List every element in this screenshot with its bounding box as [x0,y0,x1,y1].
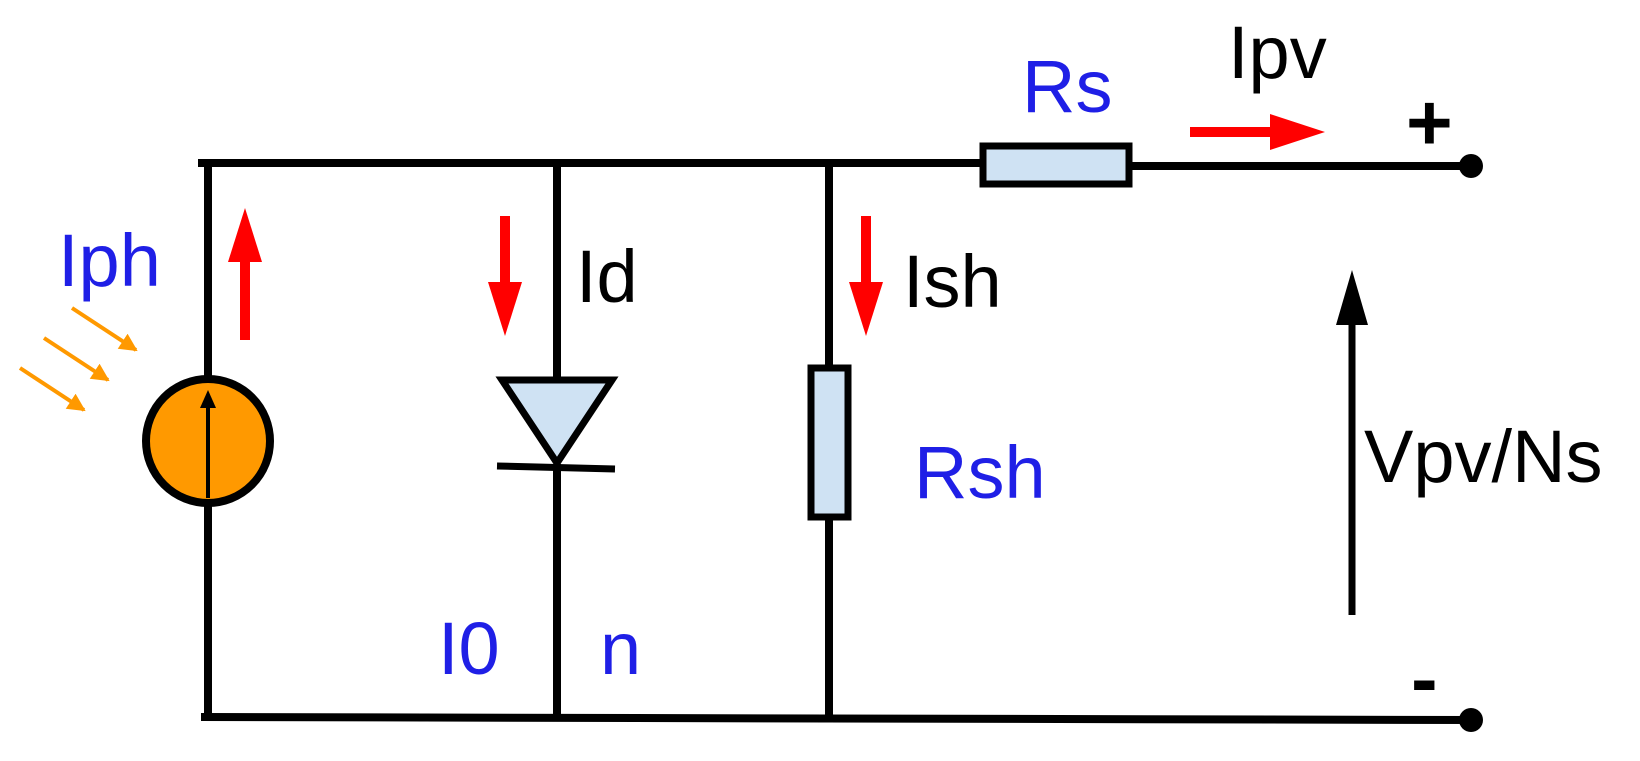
id-label: Id [576,235,638,318]
current-source-icon [142,375,274,507]
i0-label: I0 [438,607,500,690]
rs-label: Rs [1022,45,1112,128]
n-label: n [600,607,641,690]
ipv-arrow [1190,114,1325,150]
bottom-wire [200,712,1475,725]
voltage-arrow [1336,270,1368,615]
diode-icon [495,376,619,473]
current-arrows [228,114,1325,340]
ipv-label: Ipv [1228,11,1327,94]
circuit-wires [198,159,1475,725]
ish-label: Ish [903,240,1002,323]
iph-arrow [228,208,262,340]
rsh-label: Rsh [914,431,1046,514]
shunt-resistor-icon [807,364,852,521]
iph-label: Iph [58,219,161,302]
positive-terminal [1459,154,1483,178]
plus-sign: + [1406,78,1453,167]
negative-terminal [1459,708,1483,732]
ish-arrow [849,216,883,336]
series-resistor-icon [979,142,1133,188]
id-arrow [488,216,522,336]
light-rays-icon [18,306,138,412]
vpv-ns-label: Vpv/Ns [1364,415,1603,498]
minus-sign: - [1411,634,1438,723]
